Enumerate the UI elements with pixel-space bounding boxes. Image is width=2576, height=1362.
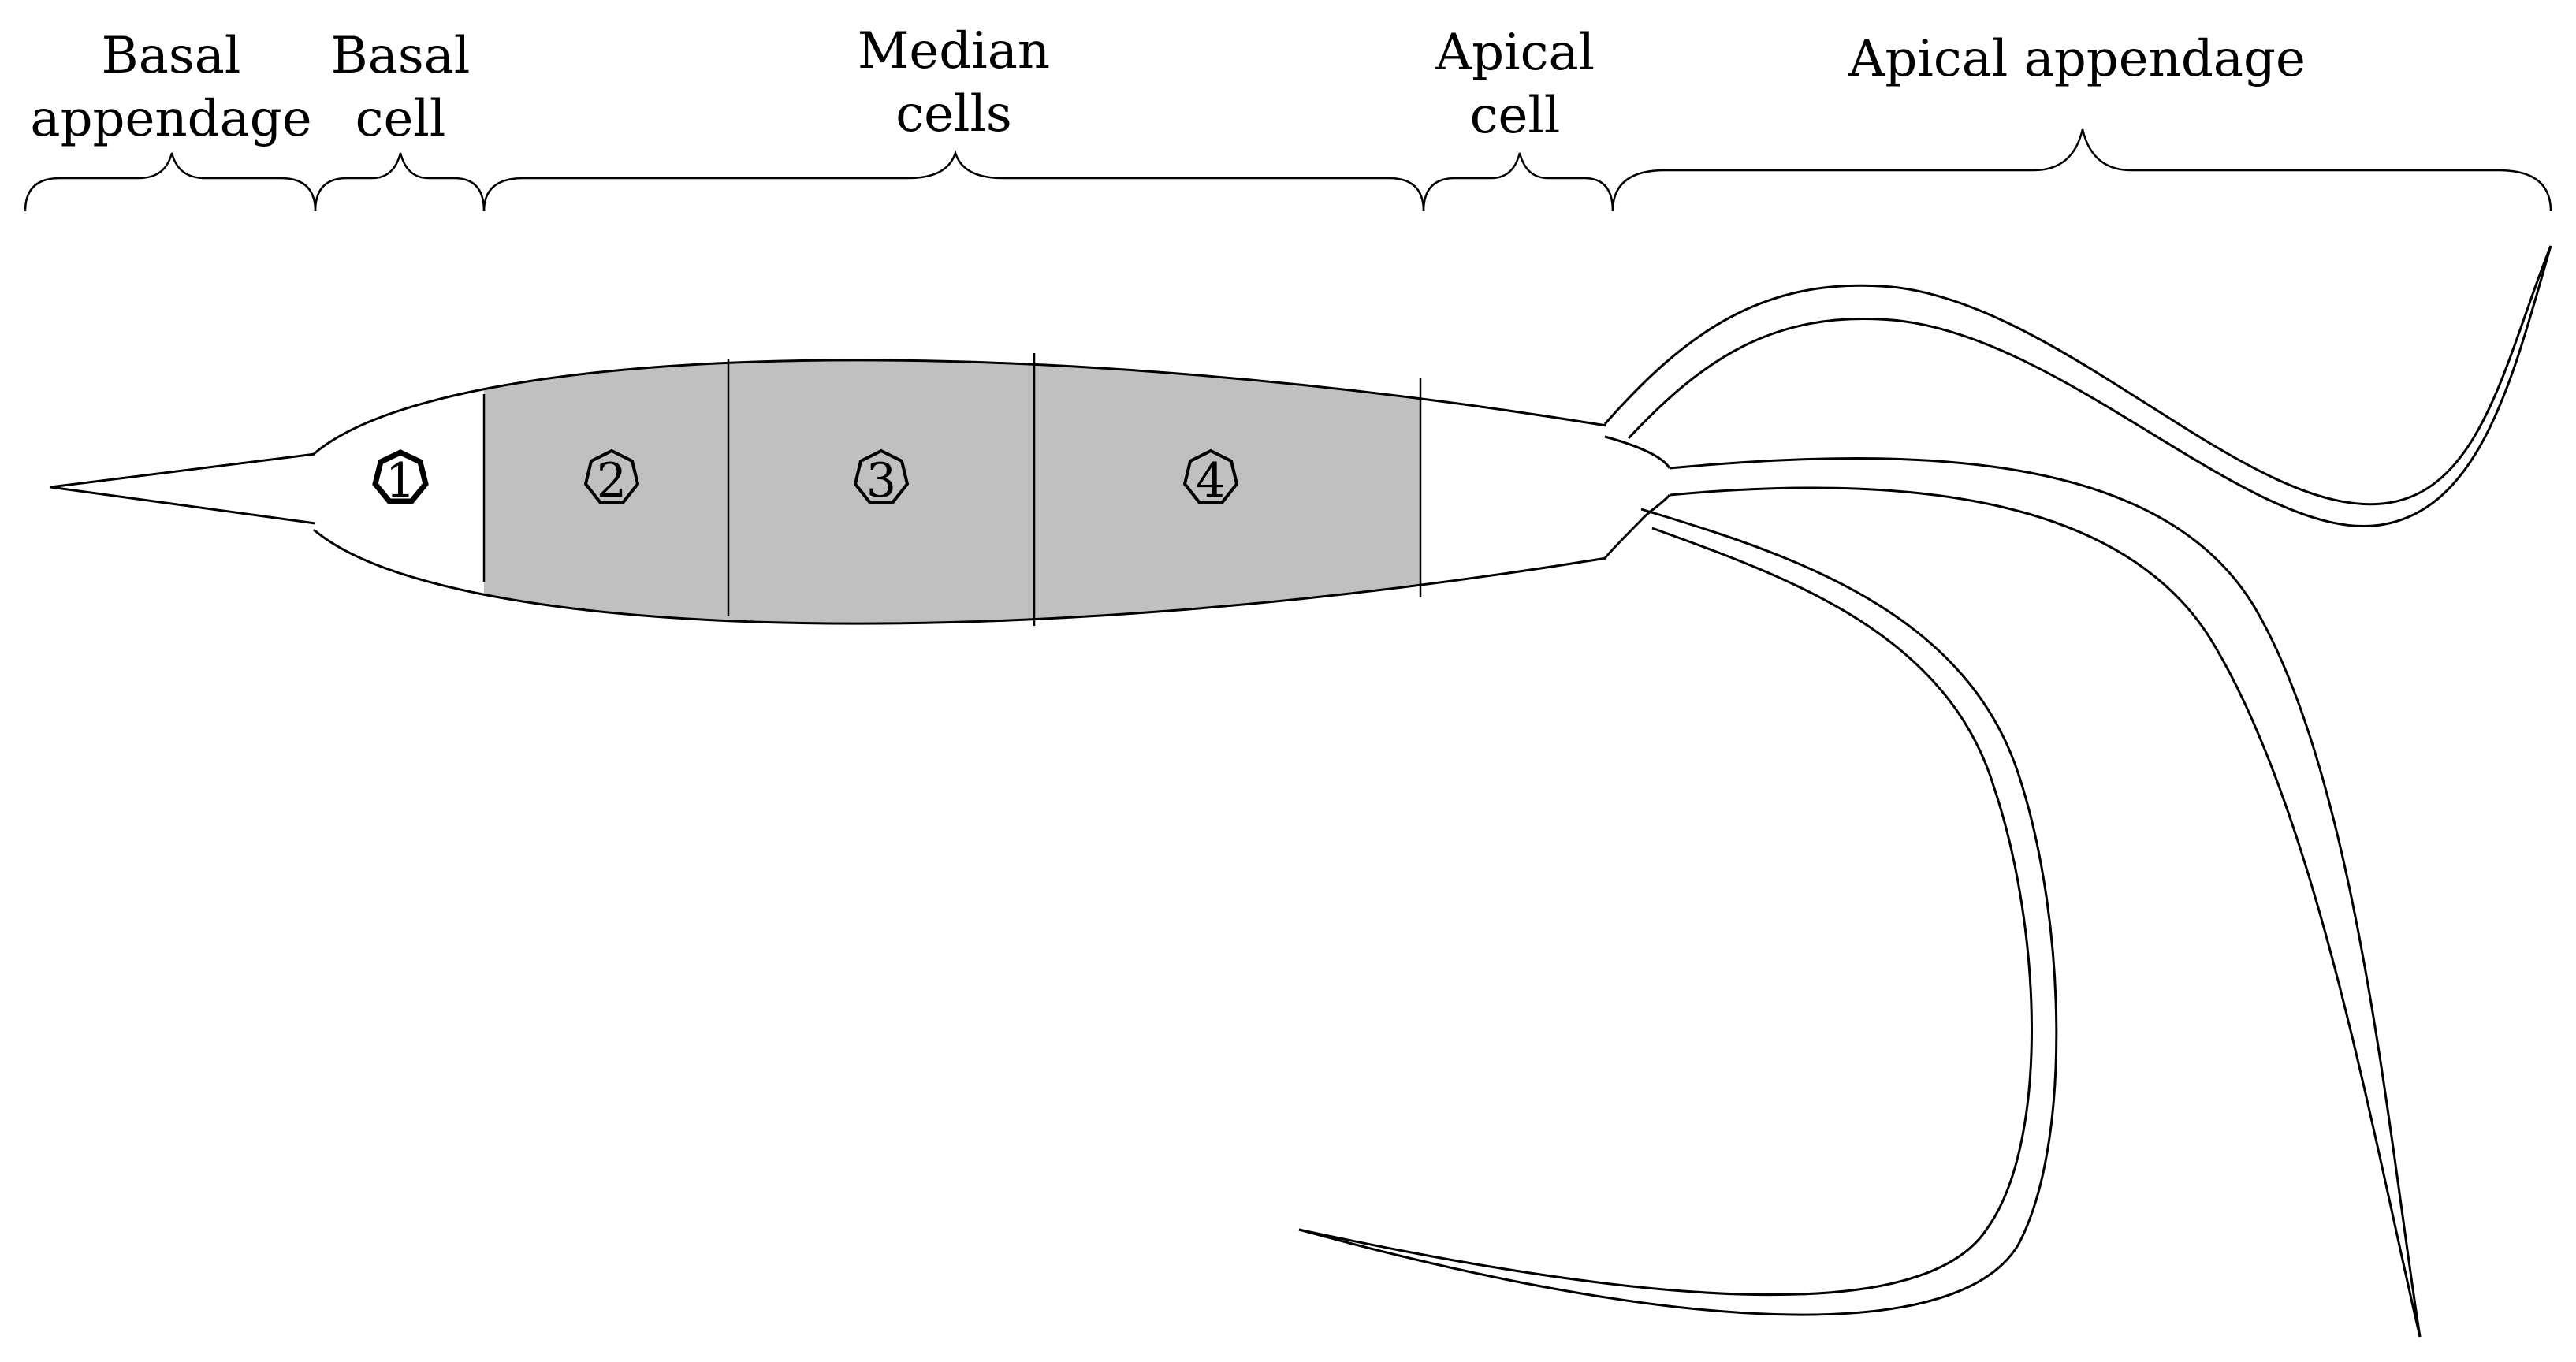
heptagon-marker-1 <box>372 449 429 504</box>
brace-median-cells <box>482 149 1425 212</box>
body-top-edge <box>313 359 1607 456</box>
apical-appendage-lower-inner <box>1298 527 2033 1297</box>
apical-junction <box>1603 435 1671 559</box>
label-basal-appendage-line2: appendage <box>30 90 311 148</box>
braces <box>24 128 2552 212</box>
label-median-cells-line1: Median <box>858 22 1050 80</box>
apical-appendages <box>1298 245 2552 1338</box>
cell-number-1: 1 <box>385 453 415 508</box>
basal-appendage <box>50 452 316 525</box>
apical-appendage-upper-outer <box>1603 245 2552 506</box>
label-median-cells-line2: cells <box>895 85 1012 143</box>
label-basal-cell-line2: cell <box>356 90 446 148</box>
label-apical-appendage: Apical appendage <box>1848 30 2306 88</box>
brace-apical-appendage <box>1611 128 2552 212</box>
cell-number-3: 3 <box>866 453 896 508</box>
cell-number-4: 4 <box>1196 453 1226 508</box>
junction-lower-notch <box>1603 494 1671 559</box>
apical-appendage-upper-inner <box>1627 245 2552 527</box>
median-cells-fill <box>484 359 1420 624</box>
apical-appendage-middle-inner <box>1669 486 2422 1338</box>
heptagon-marker-2 <box>583 448 640 504</box>
label-apical-cell-line1: Apical <box>1435 24 1595 82</box>
label-basal-appendage-line1: Basal <box>102 27 241 85</box>
conidium-outline <box>313 359 1607 625</box>
heptagon-marker-4 <box>1182 448 1239 504</box>
brace-basal-appendage <box>24 152 317 212</box>
cell-number-2: 2 <box>597 453 627 508</box>
brace-apical-cell <box>1422 152 1614 212</box>
apical-appendage-middle-outer <box>1669 457 2422 1338</box>
junction-upper-notch <box>1604 435 1671 469</box>
label-basal-cell-line1: Basal <box>331 27 471 85</box>
septa <box>482 353 1422 626</box>
heptagon-marker-3 <box>853 448 910 504</box>
label-apical-cell-line2: cell <box>1470 87 1561 145</box>
brace-basal-cell <box>314 152 486 212</box>
apical-appendage-lower-outer <box>1298 508 2058 1316</box>
body-bottom-edge <box>313 528 1607 625</box>
cell-markers: 1 2 3 4 <box>372 448 1239 508</box>
